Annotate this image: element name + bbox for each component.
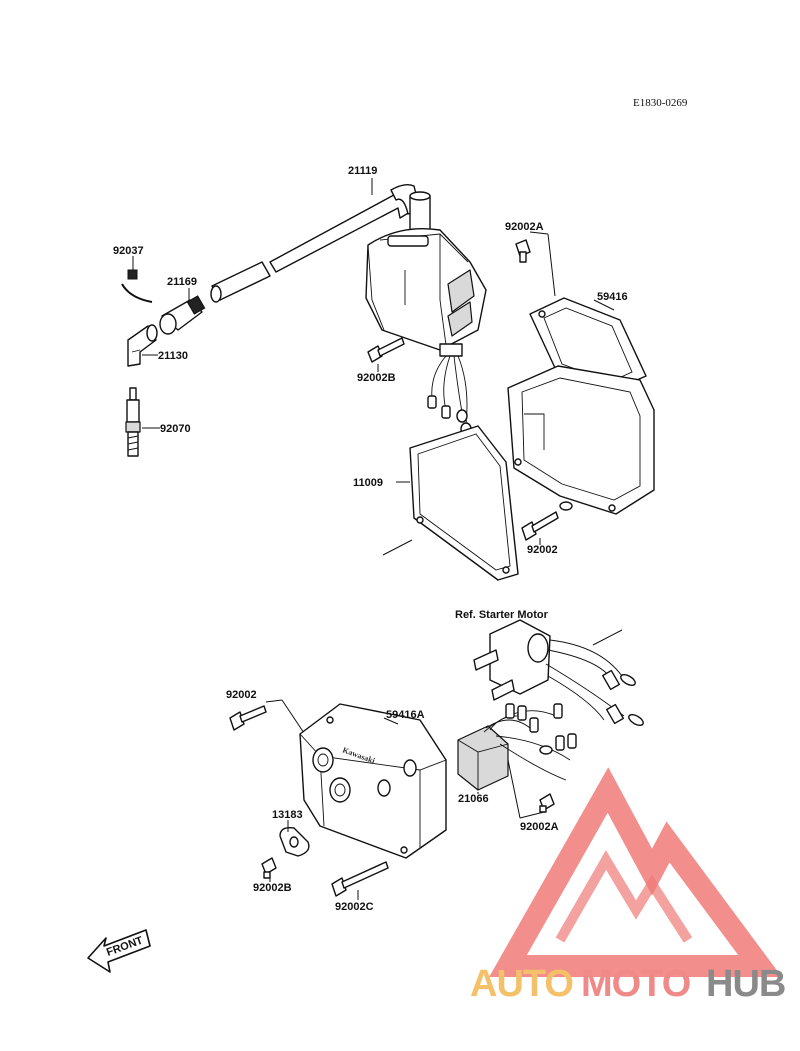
label-92002A-top: 92002A: [505, 221, 544, 233]
label-92070: 92070: [160, 423, 191, 435]
label-92002A-bottom: 92002A: [520, 821, 559, 833]
automotohub-logo: AUTO MOTO HUB: [470, 767, 786, 1005]
bolt-92002C: [331, 861, 389, 897]
label-92002B-bottom: 92002B: [253, 882, 292, 894]
watermark-auto: AUTO: [470, 963, 573, 1005]
starter-relay: [473, 619, 644, 726]
label-59416A: 59416A: [386, 709, 425, 721]
bolt-92002B-bottom: [261, 857, 277, 879]
label-59416: 59416: [597, 291, 628, 303]
ref-note: Ref. Starter Motor: [455, 609, 549, 621]
ignition-coil-21119: [210, 183, 487, 436]
bolt-92002-top: [521, 511, 559, 541]
cover-59416A: Kawasaki: [299, 703, 447, 859]
cap-21169: [159, 295, 206, 335]
regulator-21066: [457, 703, 577, 791]
label-21169: 21169: [167, 276, 197, 288]
label-21119: 21119: [348, 165, 377, 177]
label-92037: 92037: [113, 245, 144, 257]
label-21066: 21066: [458, 793, 489, 805]
front-arrow: FRONT: [87, 929, 151, 973]
bolt-92002A-bottom: [539, 793, 555, 813]
plug-cap-21130: [127, 324, 158, 367]
bolt-92002-bottom: [229, 705, 267, 731]
watermark-moto: MOTO: [581, 963, 690, 1005]
clip-92037: [121, 269, 153, 303]
label-11009: 11009: [353, 477, 383, 489]
label-92002-bottom: 92002: [226, 689, 257, 701]
label-92002B-top: 92002B: [357, 372, 396, 384]
plate-13183: [279, 826, 310, 857]
bolt-92002A-top: [515, 239, 531, 263]
label-21130: 21130: [158, 350, 188, 362]
gasket-11009: [409, 425, 519, 581]
bolt-92002B-top: [367, 337, 405, 363]
diagram-code: E1830-0269: [633, 97, 688, 109]
watermark-hub: HUB: [706, 963, 785, 1005]
spark-plug-92070: [125, 387, 141, 457]
label-13183: 13183: [272, 809, 303, 821]
label-92002-top: 92002: [527, 544, 558, 556]
case-box-59416: [507, 365, 655, 515]
label-92002C: 92002C: [335, 901, 374, 913]
